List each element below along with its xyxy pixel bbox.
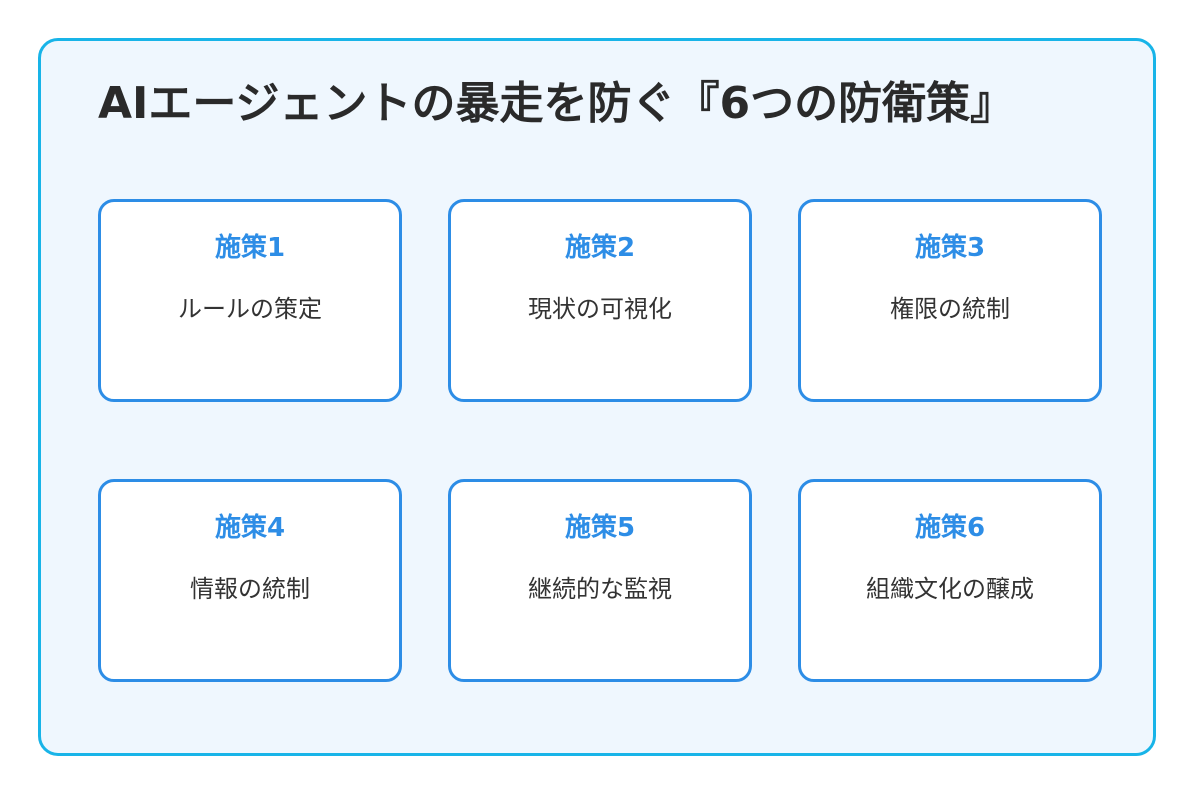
measure-label: 施策3: [914, 233, 986, 263]
measure-card-6: 施策6 組織文化の醸成: [798, 479, 1102, 682]
measure-text: 現状の可視化: [528, 295, 672, 323]
measure-label: 施策6: [914, 513, 986, 543]
measure-label: 施策4: [214, 513, 286, 543]
measure-text: 組織文化の醸成: [866, 575, 1034, 603]
measure-label: 施策2: [564, 233, 636, 263]
measure-text: 情報の統制: [190, 575, 310, 603]
measure-card-2: 施策2 現状の可視化: [448, 199, 752, 402]
measure-card-1: 施策1 ルールの策定: [98, 199, 402, 402]
measure-card-5: 施策5 継続的な監視: [448, 479, 752, 682]
measure-label: 施策5: [564, 513, 636, 543]
measure-card-3: 施策3 権限の統制: [798, 199, 1102, 402]
measure-text: 継続的な監視: [528, 575, 672, 603]
measure-text: 権限の統制: [890, 295, 1010, 323]
diagram-title: AIエージェントの暴走を防ぐ『6つの防衛策』: [98, 78, 1015, 129]
measure-card-4: 施策4 情報の統制: [98, 479, 402, 682]
measure-text: ルールの策定: [178, 295, 322, 323]
measure-label: 施策1: [214, 233, 286, 263]
